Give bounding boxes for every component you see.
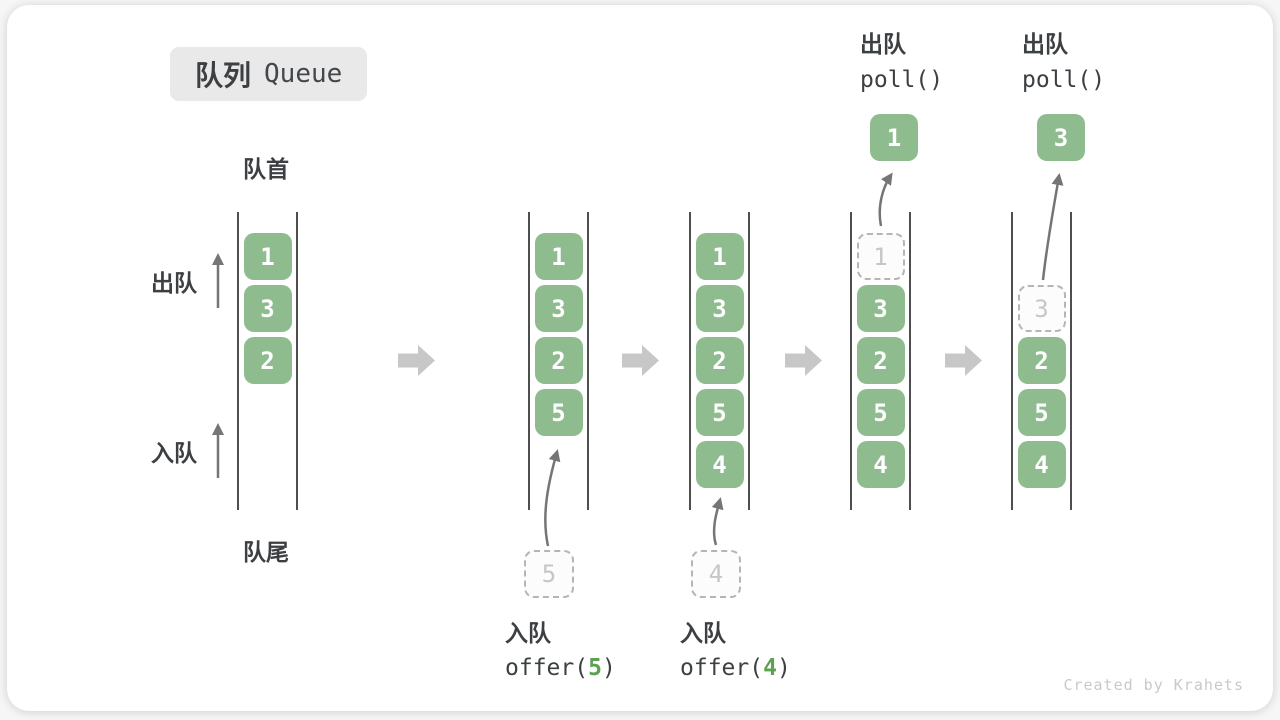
queue-item: 3	[243, 285, 292, 332]
polled-value: 1	[870, 114, 918, 161]
queue-item-removed: 3	[1017, 285, 1066, 332]
title-badge: 队列 Queue	[170, 47, 368, 101]
queue-item: 2	[1017, 337, 1066, 384]
code-arg: 5	[588, 655, 602, 681]
queue-item: 1	[534, 233, 583, 280]
queue-state-4: 1 3 2 5 4	[850, 212, 911, 510]
dequeue-side-label: 出队	[151, 270, 197, 296]
poll-op-label: 出队	[860, 31, 906, 57]
queue-item: 5	[534, 389, 583, 436]
enqueue-op-code: offer(4)	[680, 655, 791, 683]
polled-value: 3	[1037, 114, 1085, 161]
code-pre: offer(	[680, 655, 764, 681]
enqueue-side-label: 入队	[151, 440, 197, 466]
poll-op-code: poll()	[860, 67, 944, 93]
staged-enqueue-value: 4	[691, 550, 741, 598]
code-arg: 4	[763, 655, 777, 681]
title-en: Queue	[264, 59, 343, 89]
code-post: )	[601, 655, 616, 681]
queue-state-2: 1 3 2 5	[528, 212, 589, 510]
poll-op-code: poll()	[1022, 67, 1106, 93]
state-transition-arrow-icon	[622, 345, 659, 376]
enqueue-op-code: offer(5)	[505, 655, 616, 683]
queue-item: 2	[856, 337, 905, 384]
queue-item: 1	[243, 233, 292, 280]
code-pre: offer(	[505, 655, 589, 681]
queue-item: 5	[856, 389, 905, 436]
queue-item: 3	[695, 285, 744, 332]
queue-item: 4	[695, 441, 744, 488]
queue-item: 3	[534, 285, 583, 332]
queue-item: 4	[1017, 441, 1066, 488]
queue-state-5: 3 2 5 4	[1011, 212, 1072, 510]
queue-item: 2	[243, 337, 292, 384]
enqueue-op-label: 入队	[505, 620, 551, 646]
watermark: Created by Krahets	[1063, 676, 1244, 694]
state-transition-arrow-icon	[398, 345, 435, 376]
queue-item: 2	[534, 337, 583, 384]
queue-state-3: 1 3 2 5 4	[689, 212, 750, 510]
queue-state-1: 1 3 2	[237, 212, 298, 510]
enqueue-op-label: 入队	[680, 620, 726, 646]
queue-item: 2	[695, 337, 744, 384]
queue-item-removed: 1	[856, 233, 905, 280]
poll-op-label: 出队	[1022, 31, 1068, 57]
title-zh: 队列	[195, 60, 252, 91]
queue-item: 4	[856, 441, 905, 488]
staged-enqueue-value: 5	[524, 550, 574, 598]
queue-front-label: 队首	[243, 156, 289, 182]
state-transition-arrow-icon	[945, 345, 982, 376]
queue-item: 5	[1017, 389, 1066, 436]
queue-item: 1	[695, 233, 744, 280]
state-transition-arrow-icon	[785, 345, 822, 376]
queue-item: 5	[695, 389, 744, 436]
queue-rear-label: 队尾	[243, 539, 289, 565]
code-post: )	[776, 655, 791, 681]
queue-item: 3	[856, 285, 905, 332]
